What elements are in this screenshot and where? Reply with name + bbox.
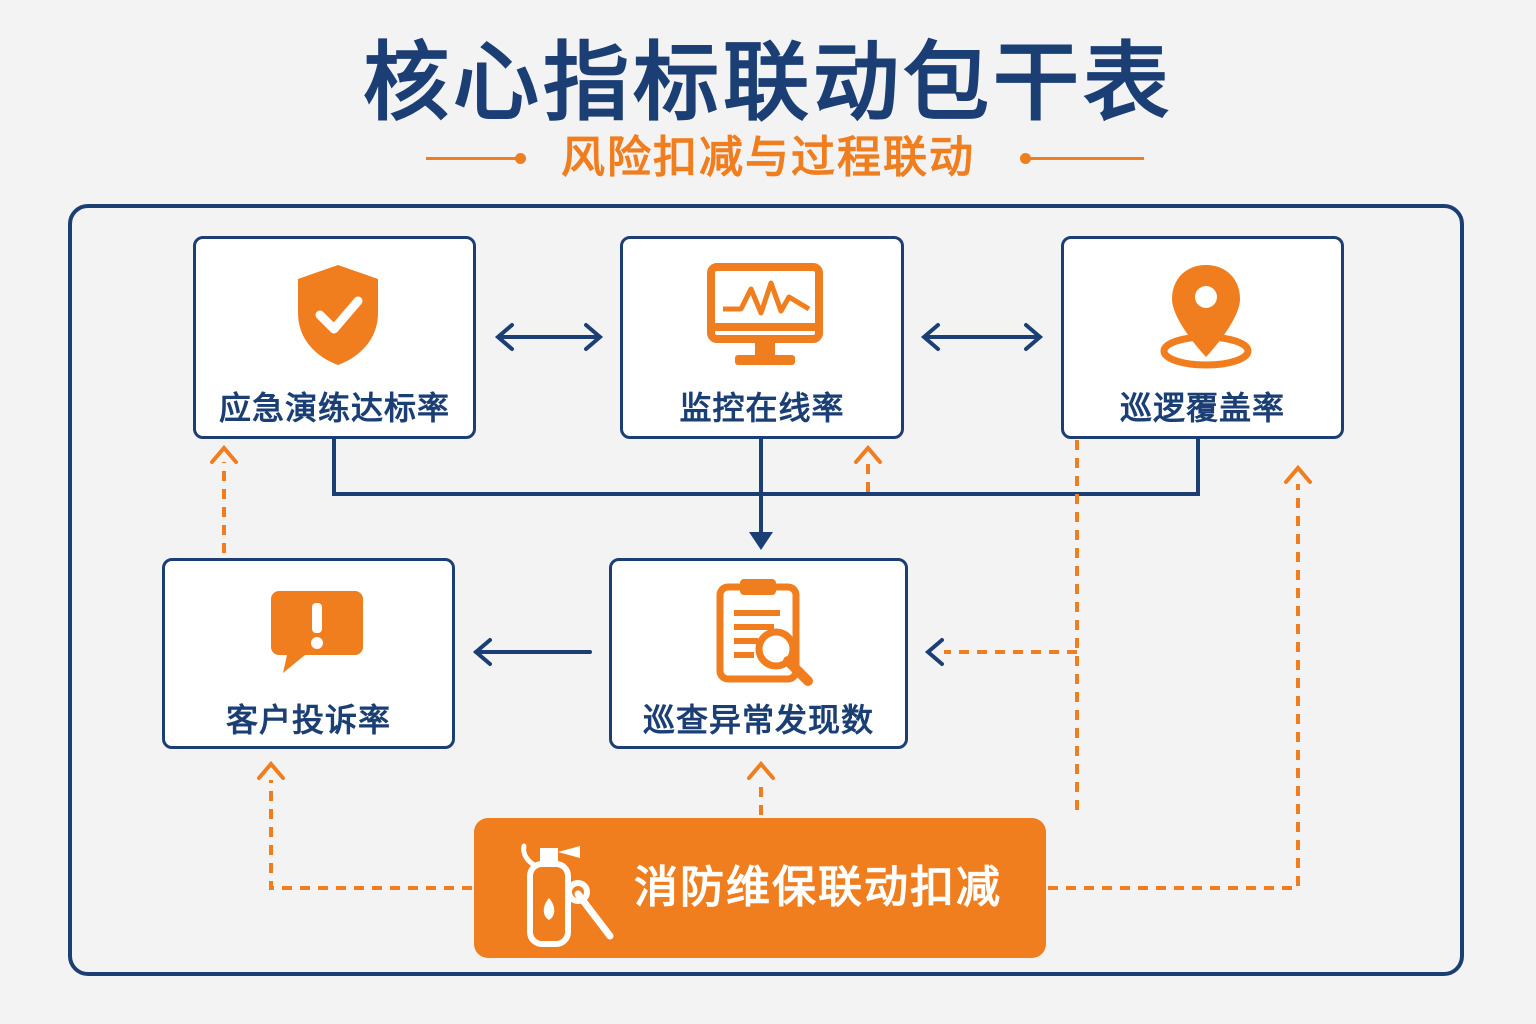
subtitle-left-dot [515, 153, 526, 164]
diagram-frame [68, 204, 1464, 976]
subtitle-row: 风险扣减与过程联动 [0, 128, 1536, 188]
node-drill-rate-label: 应急演练达标率 [218, 389, 450, 427]
link-inspection-to-complaint [472, 638, 592, 666]
shield-check-icon [298, 265, 378, 365]
clipboard-search-icon [716, 579, 813, 686]
location-pin-icon [1160, 265, 1252, 369]
fire-extinguisher-wrench-icon [521, 843, 614, 947]
node-drill-rate: 应急演练达标率 [193, 236, 476, 439]
inspection-inbound-arrowhead [924, 638, 944, 666]
fire-maintenance-deduction-block: 消防维保联动扣减 [474, 818, 1046, 958]
subtitle-left-line [426, 157, 518, 160]
dashed-links [222, 440, 1300, 890]
link-drill-monitor [494, 323, 604, 351]
subtitle-right-dot [1020, 153, 1031, 164]
link-action-to-patrol [1048, 484, 1300, 890]
fire-maintenance-deduction-label: 消防维保联动扣减 [634, 862, 1002, 913]
node-patrol-coverage: 巡逻覆盖率 [1061, 236, 1344, 439]
node-inspection-anomalies: 巡查异常发现数 [609, 558, 908, 749]
node-complaint-rate: 客户投诉率 [162, 558, 455, 749]
link-top-row-to-inspection [332, 437, 1200, 550]
page-title: 核心指标联动包干表 [363, 33, 1173, 133]
alert-bubble-icon [271, 591, 363, 673]
node-patrol-coverage-label: 巡逻覆盖率 [1119, 389, 1285, 427]
subtitle-right-line [1030, 157, 1144, 160]
page-subtitle: 风险扣减与过程联动 [561, 132, 975, 183]
node-inspection-anomalies-label: 巡查异常发现数 [642, 701, 874, 739]
node-complaint-rate-label: 客户投诉率 [225, 701, 391, 739]
dashed-arrowheads [210, 444, 1312, 780]
link-action-to-complaint [269, 780, 472, 890]
node-monitor-rate: 监控在线率 [620, 236, 904, 439]
link-monitor-patrol [920, 323, 1044, 351]
node-monitor-rate-label: 监控在线率 [679, 389, 845, 427]
monitor-pulse-icon [707, 263, 823, 365]
